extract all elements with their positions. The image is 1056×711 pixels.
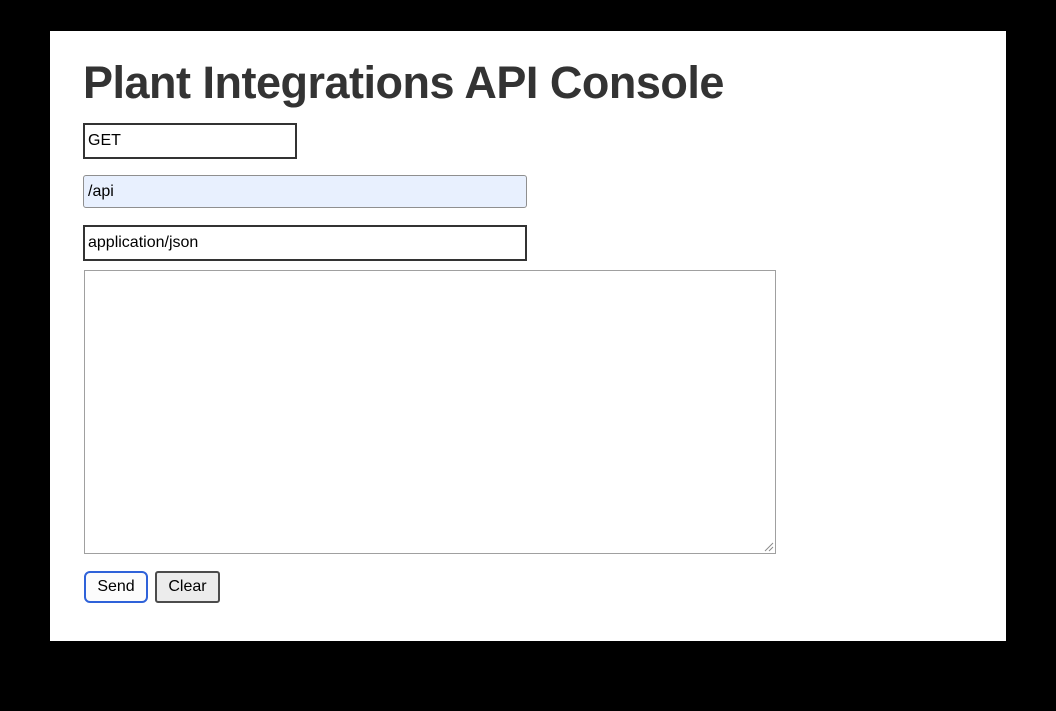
endpoint-input[interactable]	[83, 175, 527, 208]
method-input[interactable]	[83, 123, 297, 159]
send-button[interactable]: Send	[84, 571, 148, 603]
resize-handle-icon[interactable]	[762, 540, 774, 552]
page-title: Plant Integrations API Console	[83, 57, 724, 108]
content-type-input[interactable]	[83, 225, 527, 261]
api-console-page: Plant Integrations API Console Send Clea…	[50, 31, 1006, 641]
clear-button[interactable]: Clear	[155, 571, 220, 603]
request-body-textarea[interactable]	[84, 270, 776, 554]
